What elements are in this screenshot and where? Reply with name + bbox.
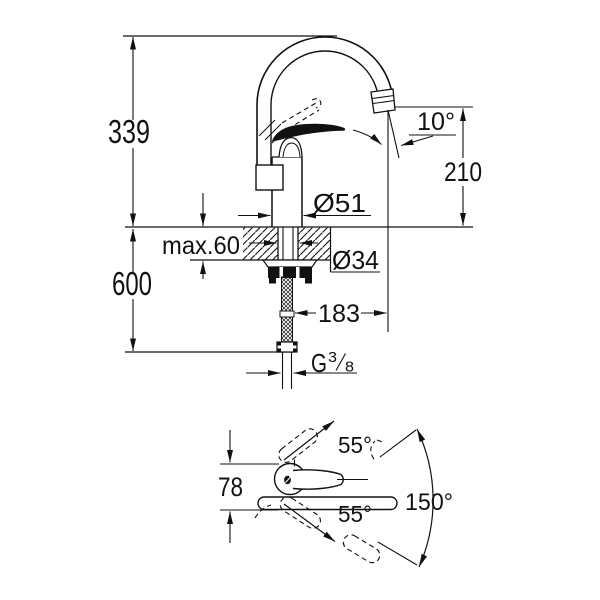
label-angle-10: 10° bbox=[417, 108, 455, 136]
swivel-arc bbox=[416, 428, 434, 568]
swivel-arc-arrow-top bbox=[417, 429, 426, 443]
label-swivel-150: 150° bbox=[405, 489, 453, 516]
cartridge-dome-inner bbox=[282, 142, 301, 158]
swing-limit-rays bbox=[283, 420, 336, 542]
label-swing-down-55: 55° bbox=[338, 501, 372, 527]
slab-hatch-right bbox=[298, 227, 331, 260]
reference-lines bbox=[123, 35, 473, 353]
label-thread-num: 3 bbox=[328, 349, 337, 366]
label-base-dia-51: Ø51 bbox=[313, 188, 366, 218]
horseshoe-foot-right bbox=[305, 278, 312, 284]
hose-coupling bbox=[279, 310, 295, 318]
spout-inner bbox=[270, 50, 380, 165]
label-reach-183: 183 bbox=[318, 300, 360, 328]
faucet-plan-view bbox=[220, 420, 434, 568]
body-union-box bbox=[255, 164, 284, 191]
flex-hose-upper bbox=[281, 276, 293, 312]
lever-rotated-dashed bbox=[254, 428, 385, 564]
label-hole-dia-34: Ø34 bbox=[332, 245, 379, 275]
label-outlet-height-210: 210 bbox=[444, 157, 482, 187]
label-height-339: 339 bbox=[108, 113, 150, 150]
lever-side bbox=[272, 123, 346, 142]
mounting-flange bbox=[261, 259, 319, 268]
label-deck-max60: max.60 bbox=[162, 232, 240, 260]
label-clearance-600: 600 bbox=[112, 265, 152, 302]
flex-hose-lower bbox=[281, 316, 293, 343]
dimension-labels: 339 600 max.60 Ø51 Ø34 183 210 10° G 3 8… bbox=[108, 108, 482, 527]
lever-raised-dashed bbox=[281, 98, 322, 130]
horseshoe-foot-left bbox=[269, 278, 276, 284]
label-thread-g: G bbox=[311, 348, 327, 378]
stream-angle-line bbox=[387, 109, 400, 159]
cartridge-dome bbox=[278, 136, 303, 158]
fraction-slash bbox=[335, 353, 346, 371]
spout-outlet bbox=[370, 88, 396, 114]
angle-swing-arrow bbox=[352, 129, 382, 145]
slab-hatch-left bbox=[243, 227, 278, 260]
mounting-hardware bbox=[261, 227, 319, 389]
label-body-depth-78: 78 bbox=[218, 472, 243, 502]
faucet-side-view bbox=[255, 36, 396, 227]
label-swing-up-55: 55° bbox=[338, 432, 372, 458]
swivel-arc-arrow-bottom bbox=[419, 553, 428, 567]
label-thread-den: 8 bbox=[345, 359, 354, 376]
dimension-lines bbox=[130, 37, 466, 376]
mounting-nut bbox=[268, 267, 312, 278]
spout-outer bbox=[256, 36, 394, 165]
hose-nut bbox=[276, 341, 298, 353]
extension-lines bbox=[387, 106, 473, 332]
spout-plan bbox=[257, 496, 398, 511]
